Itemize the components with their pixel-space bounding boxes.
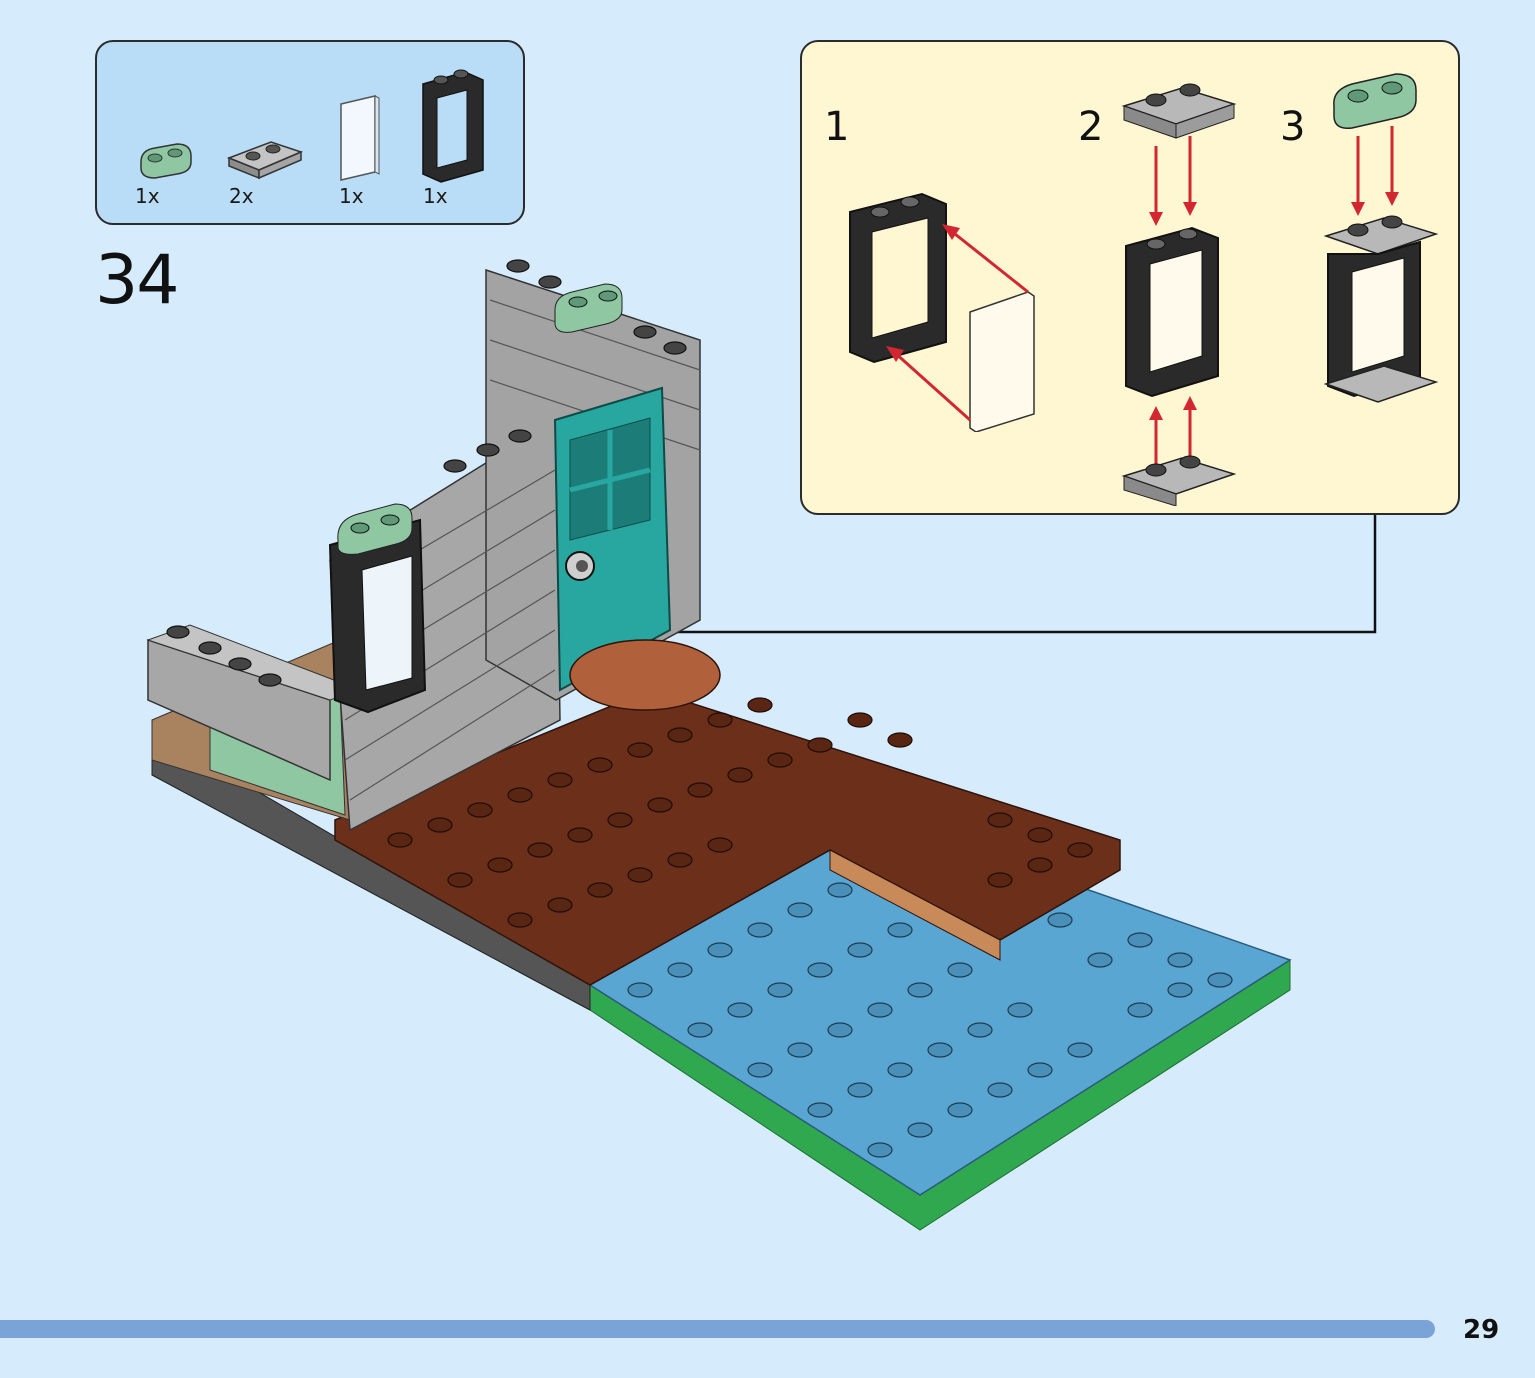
substep-3-illustration	[1323, 73, 1439, 403]
part-qty-1: 1x	[135, 184, 160, 208]
footer-bar	[0, 1320, 1435, 1338]
window-frame-part-icon	[422, 69, 484, 183]
part-qty-4: 1x	[423, 184, 448, 208]
grey-rail-plate-part-icon	[226, 141, 304, 180]
substep-1-label: 1	[824, 104, 850, 150]
page-number: 29	[1463, 1315, 1500, 1345]
sand-green-plate-part-icon	[140, 143, 192, 179]
substep-2-illustration	[1121, 83, 1237, 506]
subassembly-callout: 1 2 3	[800, 40, 1460, 515]
substep-3-label: 3	[1280, 104, 1306, 150]
step-number: 34	[95, 241, 180, 320]
substep-1-illustration	[849, 192, 1035, 432]
substep-2-label: 2	[1078, 104, 1104, 150]
door-step	[569, 639, 721, 711]
main-model-illustration	[146, 259, 1377, 1231]
glass-pane-part-icon	[340, 95, 380, 181]
part-qty-3: 1x	[339, 184, 364, 208]
parts-callout: 1x 2x 1x 1x	[95, 40, 525, 225]
part-qty-2: 2x	[229, 184, 254, 208]
